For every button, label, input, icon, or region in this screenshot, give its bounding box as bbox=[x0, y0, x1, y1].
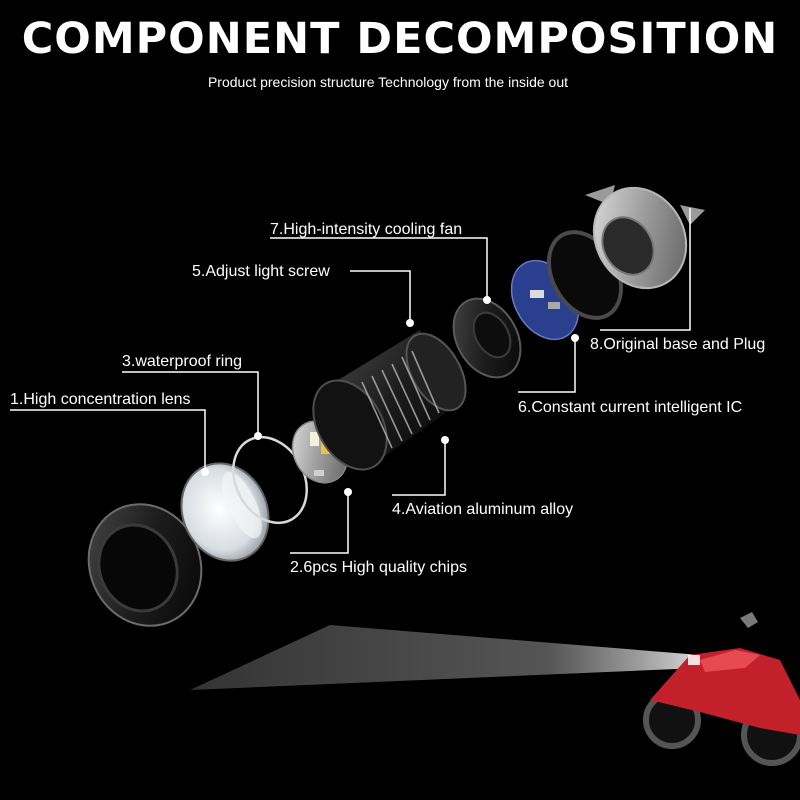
aluminum-heatsink-icon bbox=[312, 330, 467, 471]
label-aluminum-alloy: 4.Aviation aluminum alloy bbox=[392, 501, 574, 518]
label-waterproof-ring: 3.waterproof ring bbox=[122, 353, 243, 370]
label-base-plug: 8.Original base and Plug bbox=[590, 336, 766, 353]
leader-lines bbox=[10, 208, 691, 554]
leader-dots bbox=[201, 296, 579, 496]
page-title: COMPONENT DECOMPOSITION bbox=[21, 14, 779, 64]
label-chips: 2.6pcs High quality chips bbox=[290, 559, 467, 576]
light-beam bbox=[190, 625, 700, 690]
label-cooling-fan: 7.High-intensity cooling fan bbox=[270, 221, 463, 238]
bezel-ring bbox=[87, 503, 203, 627]
base-plug-icon bbox=[585, 185, 705, 290]
label-adjust-screw: 5.Adjust light screw bbox=[192, 263, 330, 280]
lens-cover-icon bbox=[180, 462, 270, 562]
page-subtitle: Product precision structure Technology f… bbox=[207, 74, 569, 90]
motorcycle-image bbox=[643, 612, 800, 766]
label-driver-ic: 6.Constant current intelligent IC bbox=[518, 399, 743, 416]
label-lens: 1.High concentration lens bbox=[10, 391, 191, 408]
cooling-fan-icon bbox=[452, 297, 522, 379]
